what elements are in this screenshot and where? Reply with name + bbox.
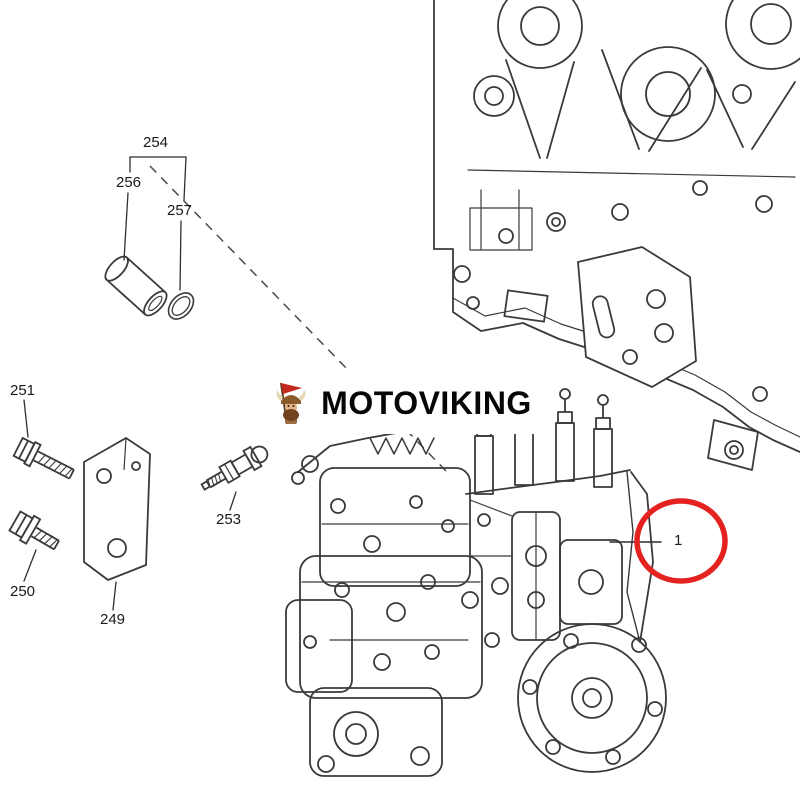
part-label-257: 257: [167, 202, 193, 219]
engine-block-drawing: [433, 0, 800, 471]
part-label-256: 256: [116, 174, 142, 191]
bolt-250-drawing: [8, 510, 60, 551]
part-label-251: 251: [10, 382, 36, 399]
viking-mascot-icon: [276, 382, 306, 425]
part-label-254: 254: [143, 134, 169, 151]
motoviking-logo: MOTOVIKING: [256, 372, 548, 434]
bushing-256-drawing: [104, 255, 168, 317]
part-label-253: 253: [216, 511, 242, 528]
bolt-251-drawing: [12, 436, 75, 480]
part-label-250: 250: [10, 583, 36, 600]
part-label-1: 1: [674, 532, 683, 549]
part-label-249: 249: [100, 611, 126, 628]
sensor-plug-253-drawing: [200, 445, 269, 491]
injection-pump-drawing: [285, 388, 667, 777]
bracket-plate-249-drawing: [83, 437, 151, 581]
oring-257-drawing: [167, 292, 195, 320]
leader-lines: [23, 156, 662, 611]
brand-name: MOTOVIKING: [321, 384, 532, 421]
highlight-circle-item-1: [634, 498, 728, 584]
